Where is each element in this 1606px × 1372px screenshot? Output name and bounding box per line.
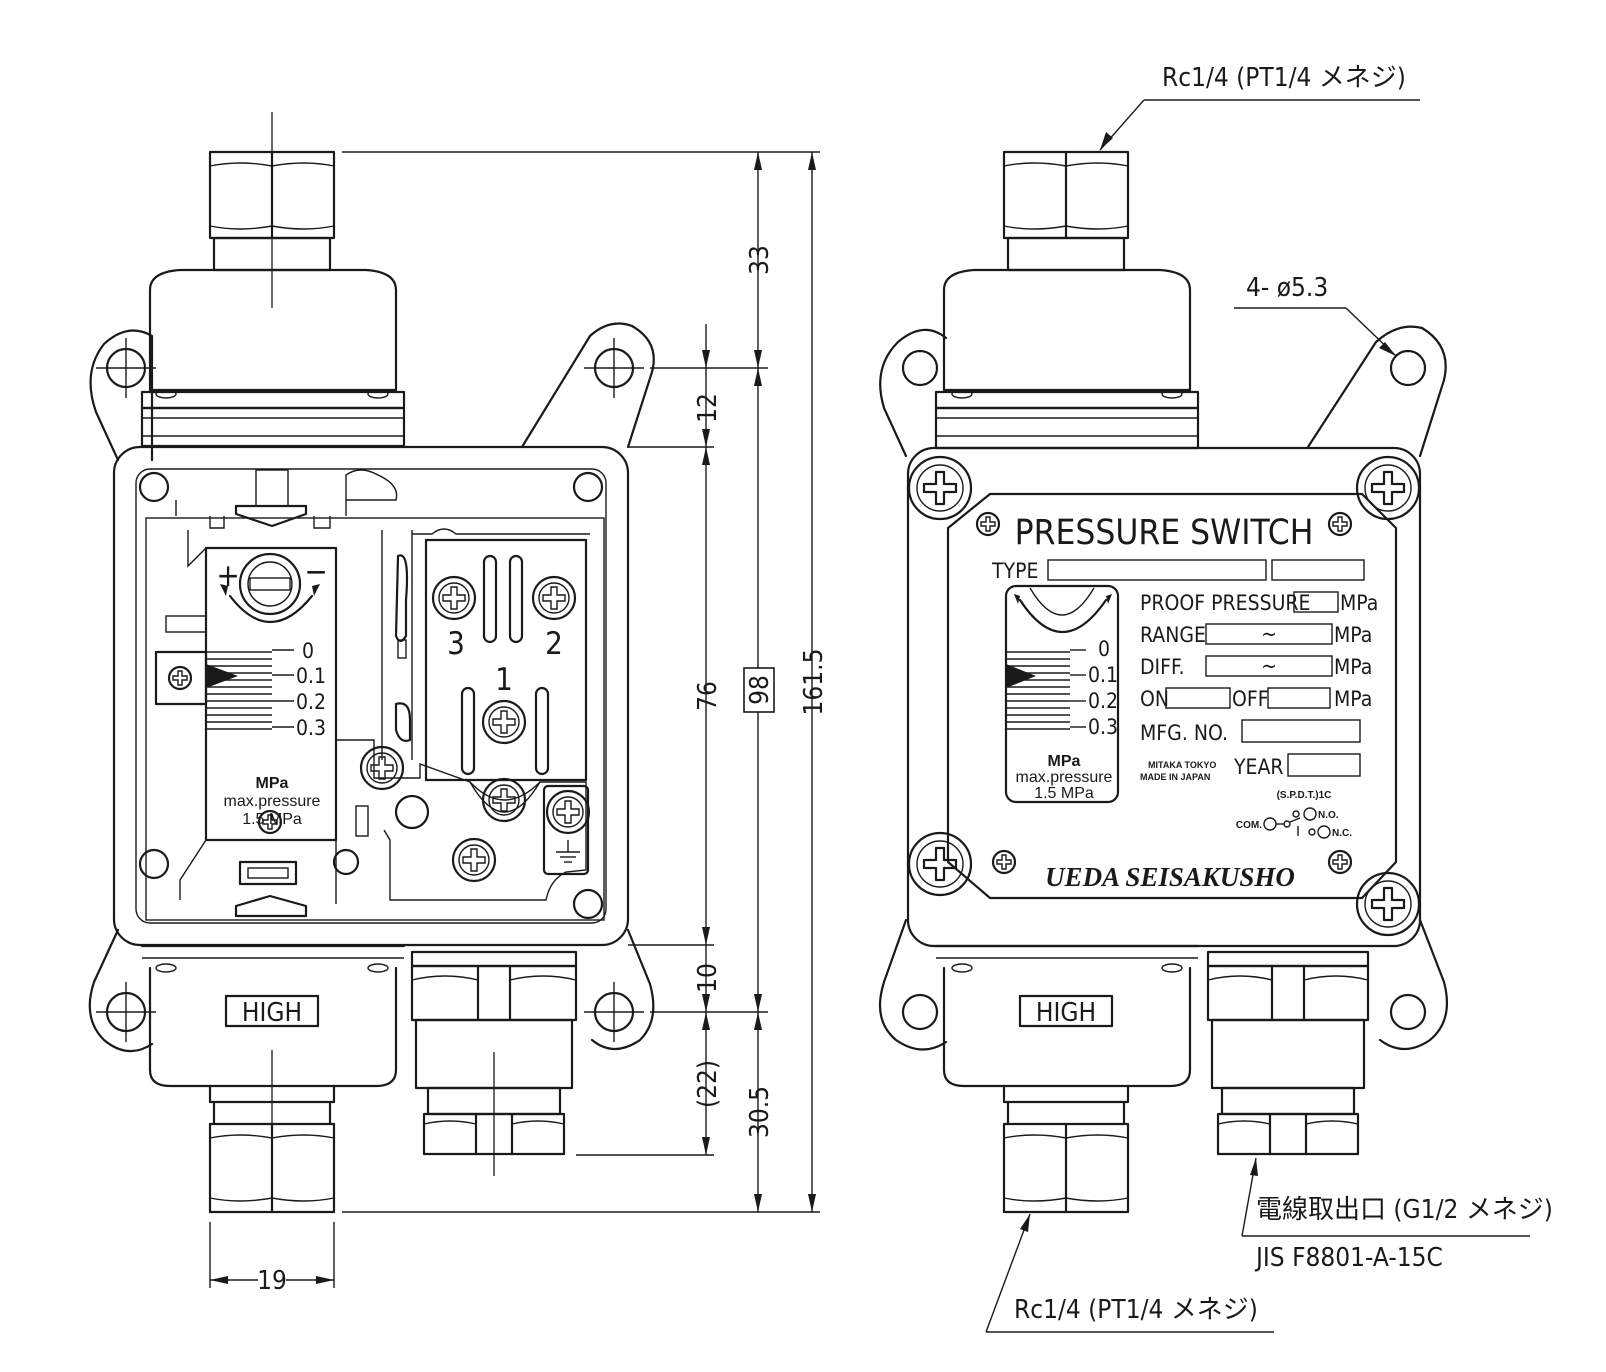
left-dial-scale: 0 0.1 0.2 0.3 [206,639,326,740]
cable-standard-callout: JIS F8801-A-15C [1254,1243,1443,1273]
left-scale-02: 0.2 [296,690,326,714]
right-scale-0: 0 [1098,637,1110,661]
on-label: ON [1140,687,1169,711]
adjust-minus-sign: − [304,554,327,590]
left-high-label: HIGH [242,998,302,1028]
on-off-unit: MPa [1334,687,1372,711]
right-dial-unit: MPa [1048,753,1081,770]
right-high-label: HIGH [1036,998,1096,1028]
dim-12: 12 [693,393,723,423]
plate-screw-bl-icon [991,849,1017,875]
terminal-3-screw-icon [431,575,477,621]
left-dial-unit: MPa [256,775,289,792]
cover-screw-br-icon [1355,871,1421,937]
year-label: YEAR [1233,755,1284,779]
dim-30-5: 30.5 [745,1086,775,1138]
range-tilde: ~ [1261,622,1277,646]
maker-city: MITAKA TOKYO [1148,760,1216,770]
terminal-2-screw-icon [531,575,577,621]
made-in-japan: MADE IN JAPAN [1140,772,1210,782]
type-label: TYPE [991,559,1038,583]
cover-screw-tr-icon [1355,455,1421,521]
range-label: RANGE [1140,623,1206,647]
left-scale-0: 0 [302,639,314,663]
left-pointer-screw-icon [167,665,193,691]
top-port-callout: Rc1/4 (PT1/4 メネジ) [1162,63,1406,93]
dim-76: 76 [693,681,723,711]
switch-contact-icon [1263,807,1331,839]
diff-tilde: ~ [1261,654,1277,678]
left-base-screw-icon [451,837,497,883]
left-side-screw-icon [359,745,405,791]
right-mounting-flange [878,325,1448,1051]
mfg-no-label: MFG. NO. [1140,721,1228,745]
cable-outlet-callout: 電線取出口 (G1/2 メネジ) [1256,1195,1553,1225]
spdt-label: (S.P.D.T.)1C [1277,790,1332,801]
terminal-3-label: 3 [447,626,465,662]
left-lower-mechanism [336,739,591,901]
dimension-lines: 33 12 76 98 161.5 10 (22) 30.5 19 [209,151,829,1296]
right-dial-note1: max.pressure [1016,769,1113,786]
dim-10: 10 [693,963,723,993]
terminal-1-label: 1 [495,662,513,698]
dim-19: 19 [257,1266,287,1296]
dim-98: 98 [745,675,775,705]
cover-screw-tl-icon [907,455,973,521]
plate-screw-tl-icon [975,511,1001,537]
off-label: OFF [1232,687,1269,711]
left-enclosure [112,445,630,947]
left-bottom-flange-ring: HIGH [140,944,406,1104]
dim-22: (22) [693,1060,723,1108]
no-label: N.O. [1318,810,1339,821]
right-view: PRESSURE SWITCH TYPE PROOF PRESSURE MPa … [878,63,1553,1333]
mounting-holes-callout: 4- ø5.3 [1246,273,1328,303]
left-top-hex-fitting [148,150,398,392]
terminal-2-label: 2 [545,626,563,662]
cover-screw-bl-icon [907,831,973,897]
right-scale-02: 0.2 [1088,689,1118,713]
nameplate: PRESSURE SWITCH TYPE PROOF PRESSURE MPa … [991,513,1378,892]
left-mounting-flange [88,322,655,1053]
brand-name: UEDA SEISAKUSHO [1045,862,1295,892]
left-view: + − 0 0.1 0.2 0.3 MPa max.pressure [88,112,655,1214]
left-microswitch: 3 2 1 [381,528,590,782]
terminal-1-screw-icon [481,699,527,745]
ground-screw-icon [545,789,591,835]
left-adjust-plate: + − 0 0.1 0.2 0.3 MPa max.pressure [154,469,369,918]
left-top-flange-ring [140,389,406,448]
right-dial-note2: 1.5 MPa [1034,785,1094,802]
callout-leaders [985,99,1530,1333]
right-dial-window: 0 0.1 0.2 0.3 MPa max.pressure 1.5 MPa [1004,584,1120,804]
nameplate-title: PRESSURE SWITCH [1015,513,1314,553]
nc-label: N.C. [1332,828,1352,839]
left-scale-01: 0.1 [296,664,326,688]
com-label: COM. [1236,820,1262,831]
dim-161-5: 161.5 [799,649,829,716]
plate-screw-br-icon [1327,849,1353,875]
right-top-hex-fitting [934,150,1200,450]
diff-unit: MPa [1334,655,1372,679]
ground-icon [556,840,580,863]
proof-pressure-label: PROOF PRESSURE [1140,591,1310,615]
bottom-port-callout: Rc1/4 (PT1/4 メネジ) [1014,1295,1258,1325]
diff-label: DIFF. [1140,655,1184,679]
range-unit: MPa [1334,623,1372,647]
left-scale-03: 0.3 [296,716,326,740]
dim-33: 33 [745,245,775,275]
right-scale-01: 0.1 [1088,663,1118,687]
proof-unit: MPa [1340,591,1378,615]
left-dial-note1: max.pressure [224,793,321,810]
right-bottom-assembly: HIGH [934,944,1370,1214]
plate-screw-tr-icon [1327,511,1353,537]
adjust-plus-sign: + [216,558,239,594]
left-center-lines [271,112,495,1176]
right-scale-03: 0.3 [1088,715,1118,739]
